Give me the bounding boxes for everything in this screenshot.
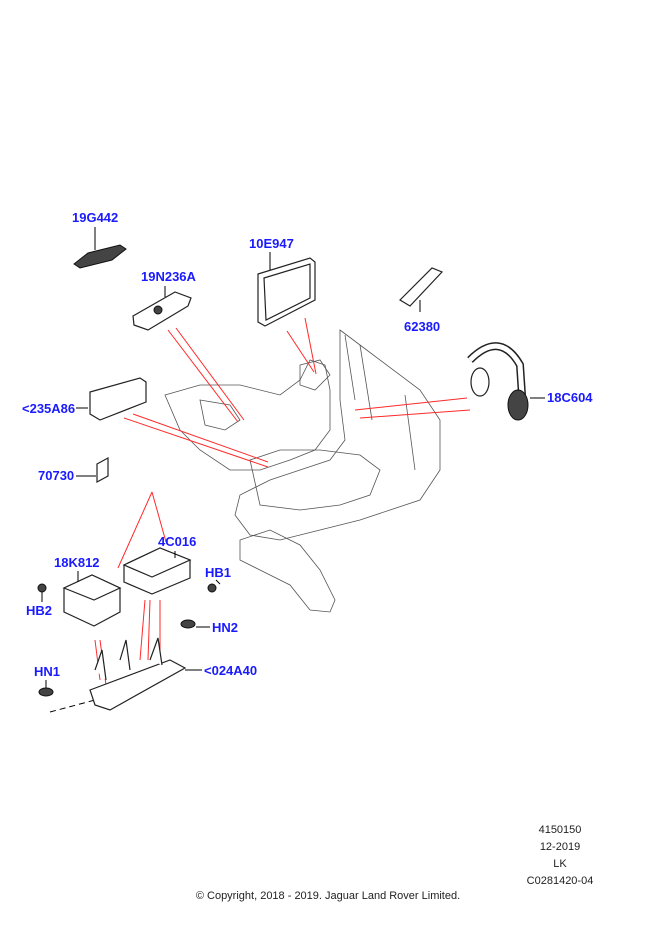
part-HN2[interactable] bbox=[180, 619, 210, 629]
copyright-notice: © Copyright, 2018 - 2019. Jaguar Land Ro… bbox=[195, 890, 461, 902]
callout-70730[interactable]: 70730 bbox=[38, 468, 74, 483]
callout-235A86[interactable]: <235A86 bbox=[22, 401, 75, 416]
illustration-date: 12-2019 bbox=[539, 841, 581, 853]
callout-HN2[interactable]: HN2 bbox=[212, 620, 238, 635]
part-62380[interactable] bbox=[399, 267, 444, 312]
part-HB1[interactable] bbox=[207, 579, 221, 593]
part-18K812[interactable] bbox=[62, 571, 122, 627]
part-235A86[interactable] bbox=[76, 377, 147, 421]
callout-HN1[interactable]: HN1 bbox=[34, 664, 60, 679]
callout-HB1[interactable]: HB1 bbox=[205, 565, 231, 580]
part-ref-number: 4150150 bbox=[538, 824, 582, 836]
part-19N236A[interactable] bbox=[132, 286, 192, 331]
vehicle-interior-illustration bbox=[164, 329, 441, 613]
part-4C016[interactable] bbox=[122, 547, 192, 595]
callout-62380[interactable]: 62380 bbox=[404, 319, 440, 334]
part-19G442[interactable] bbox=[73, 227, 127, 269]
callout-10E947[interactable]: 10E947 bbox=[249, 236, 294, 251]
part-18C604[interactable] bbox=[467, 342, 545, 421]
illustration-id: C0281420-04 bbox=[526, 875, 594, 887]
part-HB2[interactable] bbox=[37, 583, 47, 602]
callout-19G442[interactable]: 19G442 bbox=[72, 210, 118, 225]
illustrator-initials: LK bbox=[553, 858, 567, 870]
callout-024A40[interactable]: <024A40 bbox=[204, 663, 257, 678]
callout-4C016[interactable]: 4C016 bbox=[158, 534, 196, 549]
callout-18K812[interactable]: 18K812 bbox=[54, 555, 100, 570]
callout-19N236A[interactable]: 19N236A bbox=[141, 269, 197, 284]
part-70730[interactable] bbox=[76, 456, 109, 484]
part-10E947[interactable] bbox=[257, 252, 316, 327]
red-reference-lines bbox=[94, 317, 471, 686]
part-024A40[interactable] bbox=[89, 637, 202, 711]
part-HN1[interactable] bbox=[38, 680, 96, 713]
callout-18C604[interactable]: 18C604 bbox=[547, 390, 593, 405]
callout-HB2[interactable]: HB2 bbox=[26, 603, 52, 618]
